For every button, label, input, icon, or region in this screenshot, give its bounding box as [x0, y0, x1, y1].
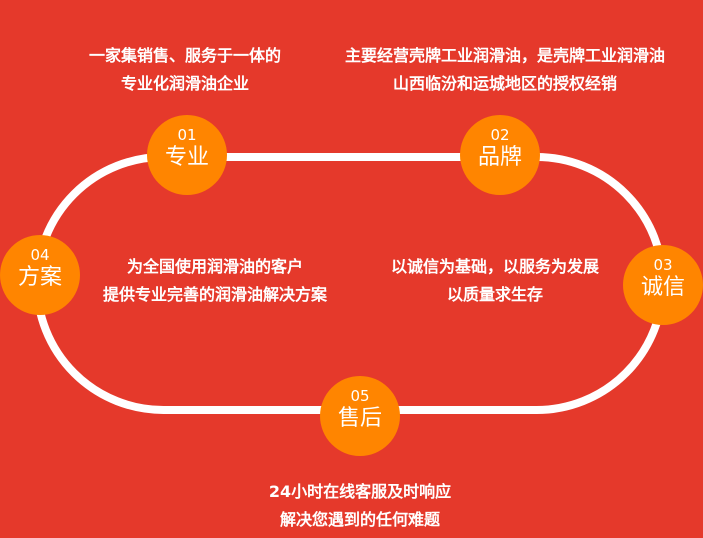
text-line: 为全国使用润滑油的客户 [126, 257, 303, 276]
node-number: 03 [653, 256, 673, 274]
node-label: 方案 [17, 265, 62, 290]
text-line: 提供专业完善的润滑油解决方案 [102, 285, 327, 304]
node-number: 02 [490, 126, 510, 144]
text-line: 以质量求生存 [446, 285, 543, 304]
node-integrity: 03 诚信 [623, 245, 703, 325]
text-line: 以诚信为基础，以服务为发展 [390, 257, 599, 276]
node-number: 05 [350, 387, 370, 405]
text-integrity: 以诚信为基础，以服务为发展 以质量求生存 [370, 253, 620, 309]
text-after-sales: 24小时在线客服及时响应 解决您遇到的任何难题 [220, 478, 500, 534]
node-label: 售后 [337, 406, 382, 431]
node-number: 01 [177, 126, 197, 144]
text-solution: 为全国使用润滑油的客户 提供专业完善的润滑油解决方案 [75, 253, 355, 309]
text-line: 专业化润滑油企业 [120, 74, 249, 93]
text-line: 主要经营壳牌工业润滑油，是壳牌工业润滑油 [344, 46, 665, 65]
node-label: 品牌 [477, 145, 522, 170]
node-professional: 01 专业 [147, 115, 227, 195]
node-after-sales: 05 售后 [320, 376, 400, 456]
text-professional: 一家集销售、服务于一体的 专业化润滑油企业 [40, 42, 330, 98]
node-solution: 04 方案 [0, 235, 80, 315]
text-line: 24小时在线客服及时响应 [268, 482, 452, 501]
node-label: 专业 [164, 145, 209, 170]
node-number: 04 [30, 246, 50, 264]
text-line: 山西临汾和运城地区的授权经销 [392, 74, 617, 93]
text-brand: 主要经营壳牌工业润滑油，是壳牌工业润滑油 山西临汾和运城地区的授权经销 [320, 42, 690, 98]
node-brand: 02 品牌 [460, 115, 540, 195]
node-label: 诚信 [640, 275, 685, 300]
text-line: 一家集销售、服务于一体的 [88, 46, 281, 65]
text-line: 解决您遇到的任何难题 [279, 510, 440, 529]
